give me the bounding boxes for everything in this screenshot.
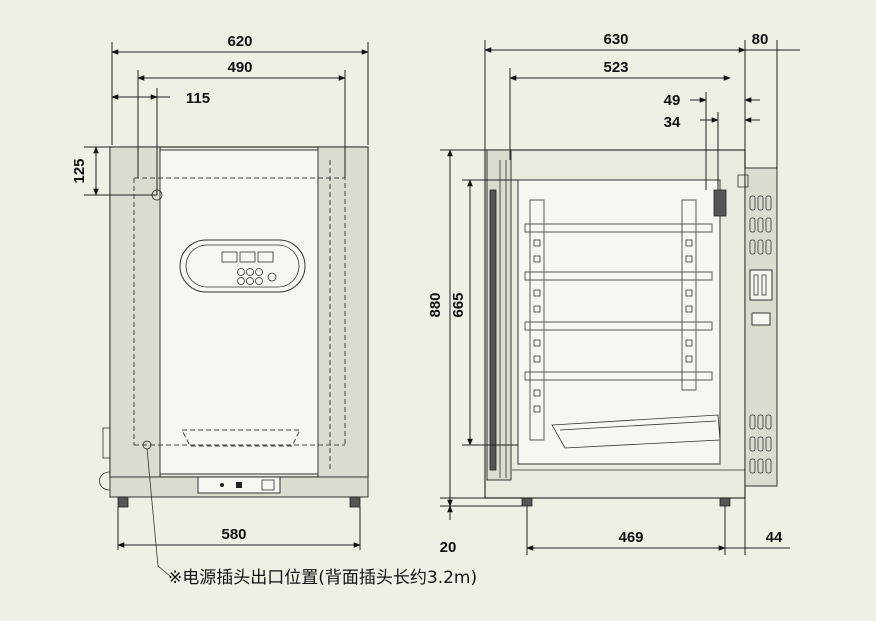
front-door — [159, 149, 319, 475]
shelf-1 — [524, 223, 713, 233]
dim-rear-foot-offset: 44 — [766, 529, 783, 546]
front-left-panel — [109, 146, 161, 478]
dim-depth-overall: 630 — [603, 31, 628, 48]
side-view — [484, 149, 778, 507]
dim-rear-protrusion: 80 — [752, 31, 769, 48]
dim-width-inner: 490 — [227, 59, 252, 76]
dim-rear-offset-a: 49 — [664, 92, 681, 109]
dim-rear-offset-b: 34 — [664, 114, 681, 131]
dim-foot-spacing: 469 — [618, 529, 643, 546]
rear-connector-panel — [749, 269, 773, 301]
dim-plug-offset-y: 125 — [71, 158, 88, 183]
rear-vents-lower — [749, 414, 772, 474]
dim-foot-height: 20 — [440, 539, 457, 556]
power-plug-note: ※电源插头出口位置(背面插头长约3.2m) — [168, 568, 477, 588]
dim-depth-inner: 523 — [603, 59, 628, 76]
front-dimensions: 620 490 115 125 580 — [71, 33, 369, 577]
front-view — [99, 146, 369, 508]
dim-height-inner: 665 — [450, 292, 467, 317]
side-dimensions: 630 80 523 49 34 880 665 20 — [427, 31, 800, 556]
tray-outline — [181, 429, 301, 447]
shelf-3 — [524, 321, 713, 331]
dim-height-overall: 880 — [427, 292, 444, 317]
shelf-2 — [524, 271, 713, 281]
humidifier-tray — [551, 414, 721, 449]
dim-plug-offset-x: 115 — [186, 90, 210, 107]
control-panel — [179, 239, 306, 293]
dim-width-overall: 620 — [227, 33, 252, 50]
rear-vents-upper — [749, 195, 772, 255]
rear-fan — [713, 189, 727, 217]
dim-base-width: 580 — [221, 526, 246, 543]
front-right-panel — [317, 146, 369, 478]
shelf-4 — [524, 371, 713, 381]
